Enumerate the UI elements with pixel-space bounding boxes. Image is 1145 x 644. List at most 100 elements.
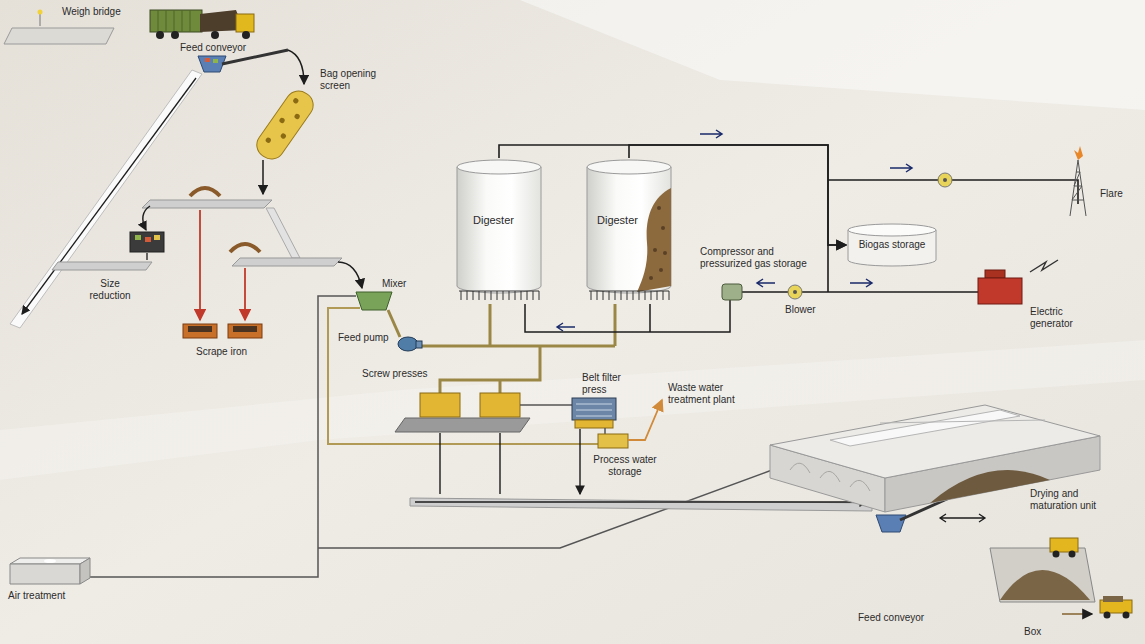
- flow-arrow: [415, 501, 868, 502]
- waste-bit: [205, 58, 210, 62]
- wheel: [156, 31, 164, 39]
- digester-body: [457, 167, 541, 293]
- part-label: Feed conveyor: [858, 612, 924, 624]
- sorting-belt: [142, 200, 272, 208]
- part-label: Feed pump: [338, 332, 389, 344]
- node-label: Air treatment: [8, 590, 65, 602]
- part-label: Compressor and pressurized gas storage: [700, 246, 824, 270]
- node-text-block: Biogas storage: [846, 222, 938, 251]
- truck-load: [1103, 596, 1123, 602]
- process-water-pipe: [328, 308, 598, 444]
- compost-box: [990, 548, 1095, 602]
- digester-roof: [587, 160, 671, 174]
- wheel: [1069, 551, 1076, 558]
- lamp: [38, 10, 43, 15]
- node-text-block: Digester: [455, 158, 543, 227]
- iron-arrow: [244, 268, 246, 320]
- pump-outlet: [416, 341, 422, 348]
- drum-hole: [292, 97, 299, 104]
- wheel: [1104, 612, 1111, 619]
- flow-line: [146, 253, 147, 260]
- iron-arrow: [199, 210, 201, 320]
- building-roof: [770, 405, 1100, 478]
- container-ribs: [158, 10, 190, 32]
- feed-pipe: [418, 304, 615, 346]
- part-label: Size reduction: [82, 278, 138, 302]
- flare-stack: [1070, 160, 1086, 216]
- iron-bin: [228, 324, 262, 338]
- flow-arrow: [440, 429, 580, 494]
- flow-arrow: [22, 78, 196, 314]
- flare-flame: [1074, 146, 1083, 160]
- shredder: [130, 232, 164, 252]
- digester-tank: Digester: [585, 158, 673, 303]
- node-outline: [455, 158, 543, 303]
- size-reduction-belt: [52, 262, 152, 270]
- gas-pipe: [525, 300, 730, 332]
- solids-conveyor: [410, 498, 872, 511]
- weigh-bridge: [4, 28, 114, 44]
- part-label: Weigh bridge: [62, 6, 121, 18]
- bag-opening-drum: [252, 86, 319, 164]
- truck-cab: [236, 14, 254, 32]
- sludge-particle: [653, 248, 657, 252]
- sludge-particle: [663, 251, 667, 255]
- flow-arrow: [288, 50, 304, 84]
- belt-filter-press: [572, 398, 616, 420]
- filtrate-line: [520, 404, 572, 406]
- sludge-particle: [649, 276, 653, 280]
- loader: [1050, 538, 1078, 552]
- waste-bit: [154, 235, 160, 240]
- part-label: Bag opening screen: [320, 68, 384, 92]
- screw-press: [420, 393, 460, 417]
- drum-hole: [294, 113, 301, 120]
- generator-top: [985, 270, 1005, 278]
- magnet: [190, 188, 220, 196]
- magnet: [230, 244, 260, 252]
- node-text-block: Digester: [585, 158, 673, 227]
- waste-bit: [135, 235, 141, 240]
- water-line: [604, 428, 606, 434]
- wheel: [1053, 551, 1060, 558]
- light-streak: [520, 0, 1145, 110]
- node-outline: [585, 158, 673, 303]
- compost-pile: [1000, 570, 1090, 600]
- digester-base: [589, 291, 669, 300]
- air-duct: [90, 296, 356, 577]
- node-label: Biogas storage: [859, 239, 926, 251]
- drum-hole: [278, 117, 285, 124]
- air-box-front: [10, 564, 80, 584]
- reject-chute: [10, 70, 202, 328]
- drum-hole: [280, 132, 287, 139]
- gas-pipe-connector: [499, 145, 846, 245]
- sludge-particle: [657, 206, 661, 210]
- flare-blower: [938, 173, 952, 187]
- drum-body: [252, 86, 319, 164]
- storage-roof: [848, 224, 936, 236]
- part-label: Blower: [785, 304, 816, 316]
- sludge-particle: [661, 226, 665, 230]
- feed-pipe: [388, 310, 400, 337]
- press-platform: [395, 418, 530, 432]
- blower: [788, 285, 802, 299]
- press-belts: [576, 404, 612, 416]
- part-label: Flare: [1100, 188, 1123, 200]
- truck-container: [150, 10, 202, 32]
- sorting-belt: [232, 258, 342, 266]
- air-vent: [44, 559, 56, 563]
- press-base: [575, 420, 613, 428]
- wheel: [1123, 612, 1130, 619]
- flow-arrow: [1062, 613, 1092, 615]
- biogas-storage-tank: Biogas storage: [846, 222, 938, 268]
- digestate-pipe: [440, 346, 540, 393]
- node-text-block: Air treatment: [8, 556, 92, 602]
- flow-arrow: [338, 262, 362, 288]
- part-label: Process water storage: [588, 454, 662, 478]
- direction-arrow: [757, 279, 775, 287]
- sludge-particle: [659, 268, 663, 272]
- digester-tank: Digester: [455, 158, 543, 303]
- roof-ridge: [880, 420, 1045, 423]
- drum-hole: [265, 137, 272, 144]
